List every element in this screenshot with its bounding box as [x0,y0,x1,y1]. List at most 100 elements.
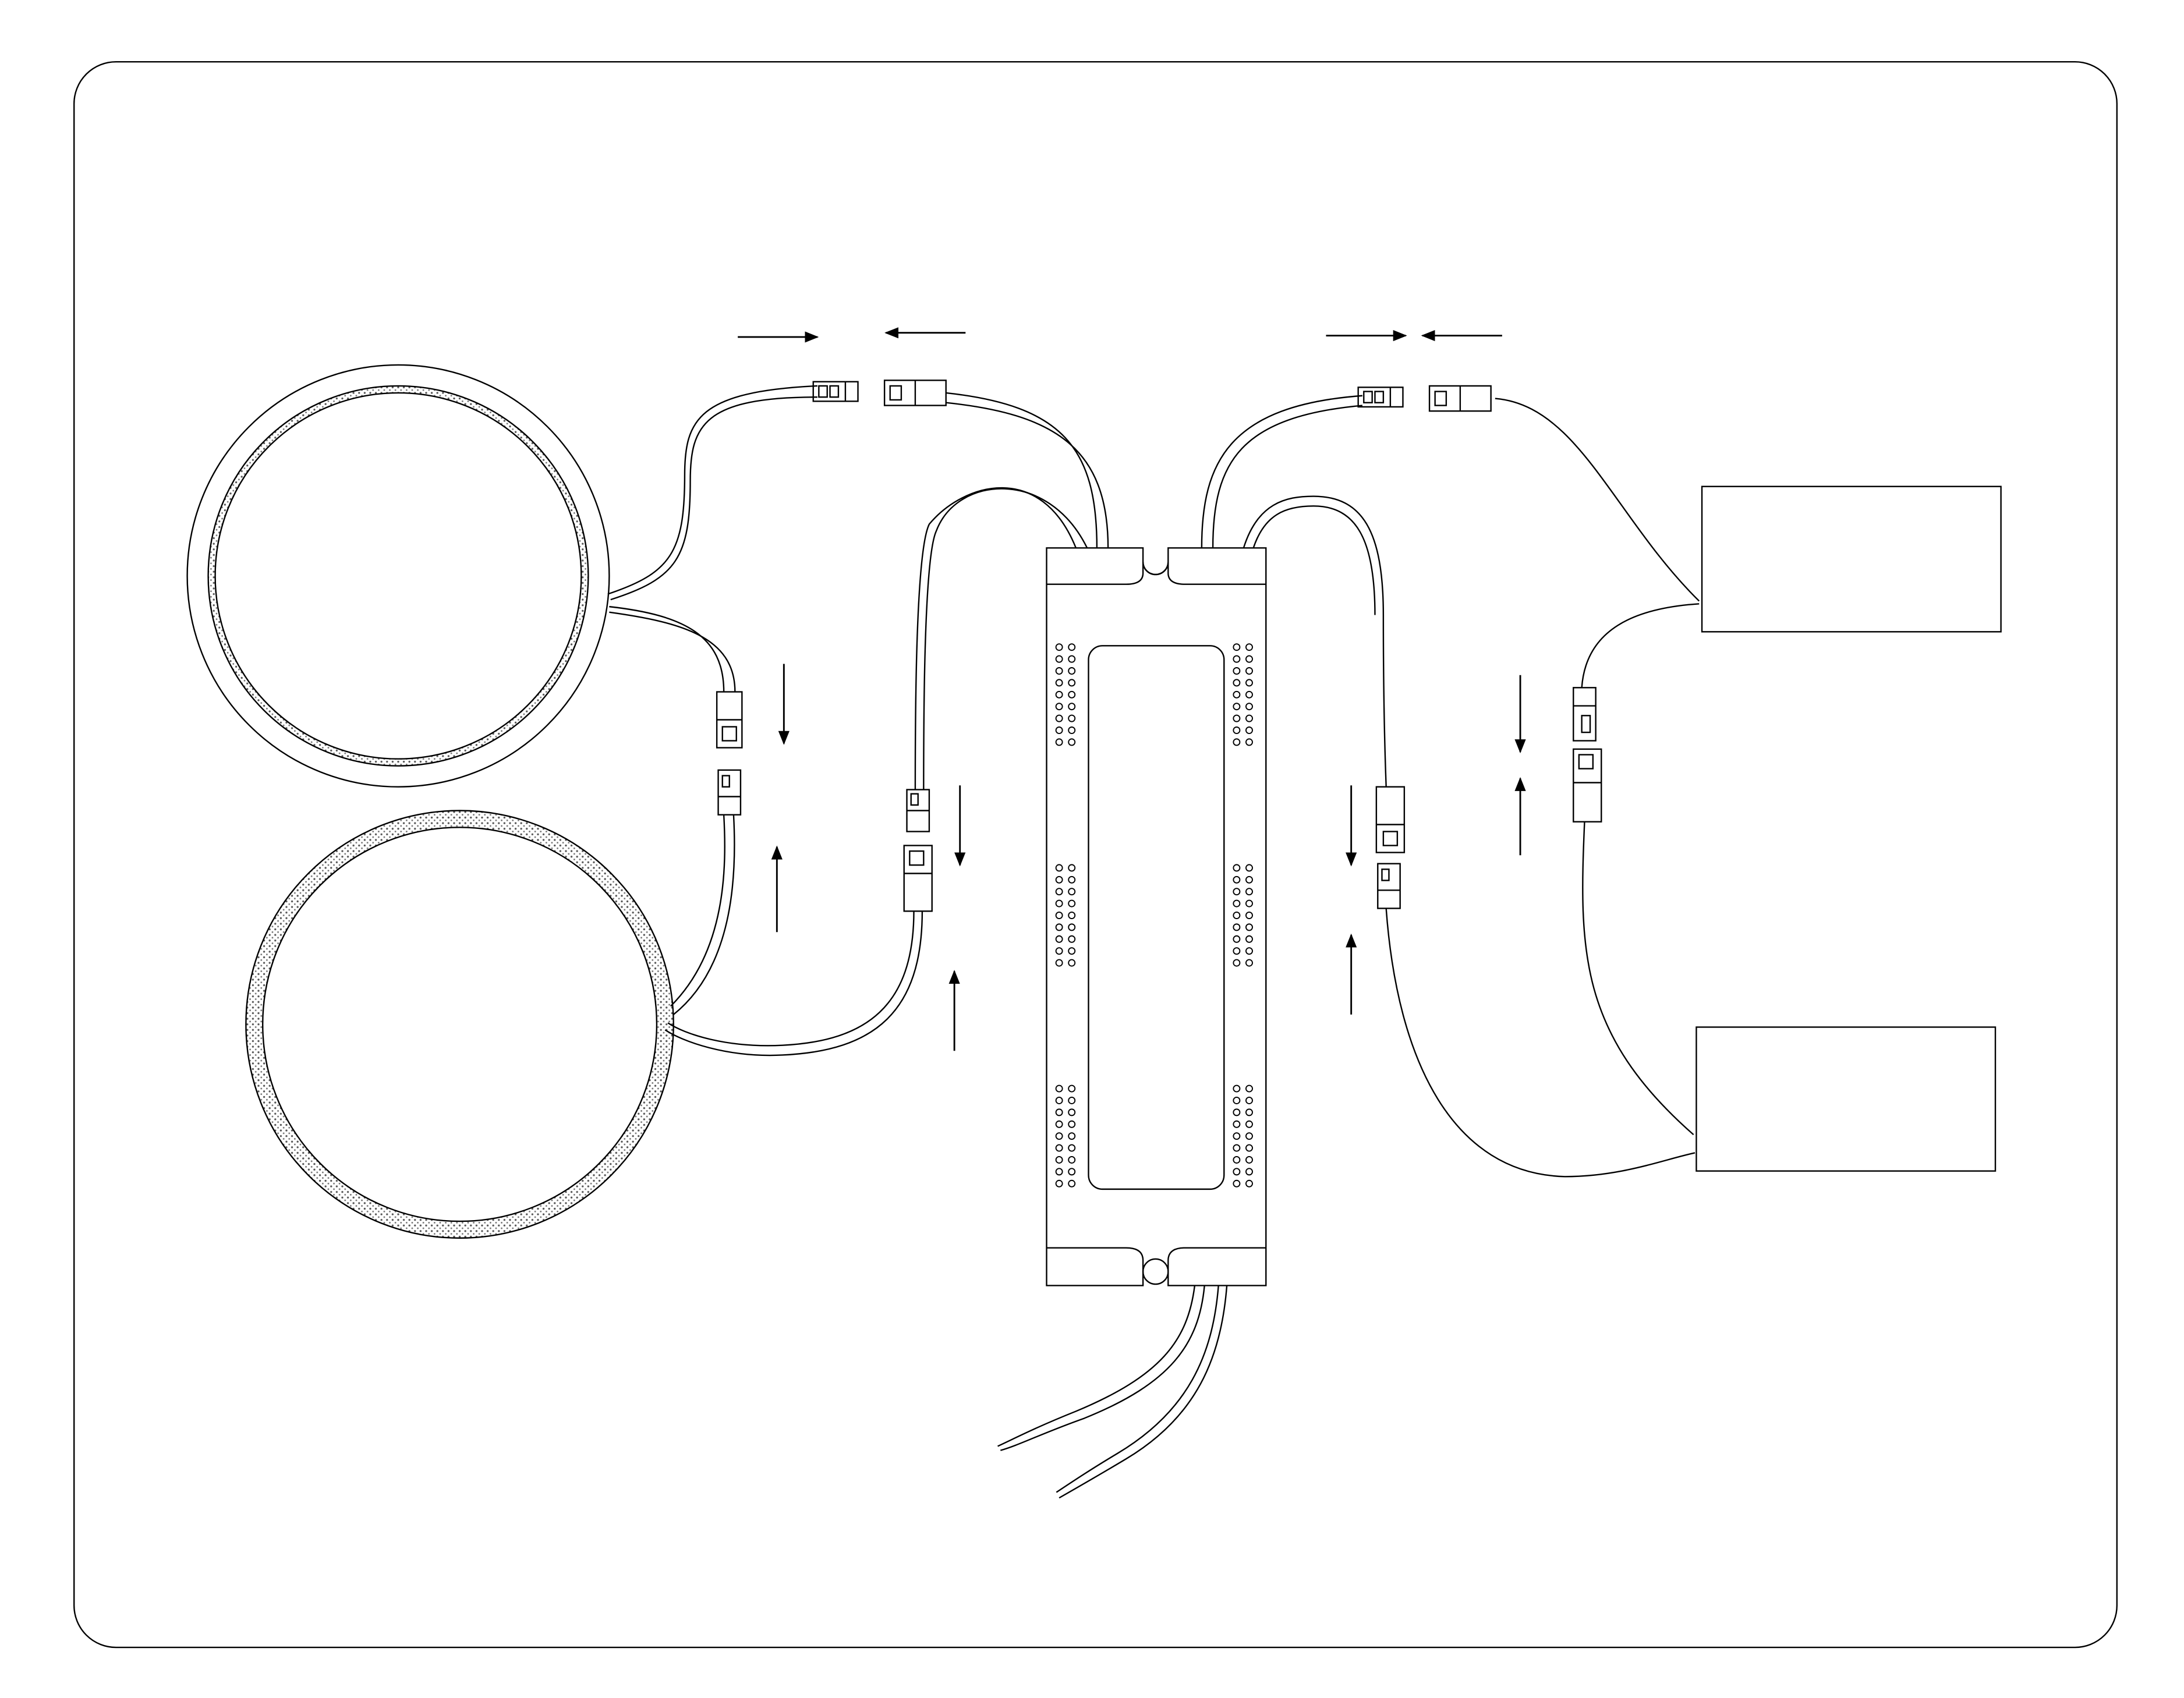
vent-hole [1055,679,1063,687]
connector-mid-left-bottom [903,845,933,912]
vent-hole [1068,959,1076,967]
vent-hole [1055,923,1063,931]
vent-hole [1055,690,1063,699]
vent-hole [1245,738,1253,746]
connector-mid-left-top [906,789,930,832]
vent-hole [1068,1096,1076,1104]
vent-hole [1233,1084,1241,1093]
vent-hole [1245,935,1253,943]
vent-hole [1245,912,1253,919]
vent-hole [1055,1168,1063,1176]
vent-hole [1055,935,1063,943]
vent-hole [1245,875,1253,884]
vent-hole [1245,864,1253,872]
wire-set [607,385,1700,1499]
vent-hole [1068,912,1076,919]
vent-hole [1068,655,1076,663]
assembly-arrows [738,327,1526,1051]
vent-hole [1068,703,1076,711]
vent-hole [1068,1132,1076,1140]
vent-hole [1055,864,1063,872]
vent-hole [1068,679,1076,687]
vent-hole [1233,959,1241,967]
vent-hole [1245,655,1253,663]
vent-hole [1055,1144,1063,1152]
ring-light-upper [186,364,610,788]
vent-hole [1068,1120,1076,1128]
vent-hole [1068,947,1076,955]
vent-hole [1245,679,1253,687]
vent-hole [1055,875,1063,884]
vent-hole [1233,1132,1241,1140]
vent-hole [1245,714,1253,722]
vent-hole [1055,1179,1063,1187]
vent-hole [1233,667,1241,675]
connector-mid-right-top [1375,786,1406,853]
vent-hole [1233,947,1241,955]
driver-window [1088,645,1225,1190]
vent-hole [1233,864,1241,872]
vent-hole [1055,655,1063,663]
vent-hole [1245,1096,1253,1104]
vent-hole [1068,923,1076,931]
vent-hole [1233,888,1241,896]
vent-hole [1055,947,1063,955]
vent-hole [1055,1084,1063,1093]
vent-hole [1233,1155,1241,1164]
connector-mid-right-bottom [1377,863,1401,909]
connector-top-right-female [1428,385,1492,412]
connector-top-right-male [1357,387,1404,408]
vent-hole [1068,690,1076,699]
vent-hole [1233,703,1241,711]
vent-hole [1068,738,1076,746]
connector-right-top [1573,687,1597,742]
vent-hole [1055,1096,1063,1104]
vent-hole [1233,1120,1241,1128]
vent-hole [1068,888,1076,896]
vent-hole [1055,1155,1063,1164]
vent-hole [1068,864,1076,872]
box-lower-right [1695,1026,1997,1172]
vent-hole [1055,726,1063,734]
vent-hole [1245,947,1253,955]
vent-hole [1233,643,1241,651]
vent-hole [1245,1132,1253,1140]
vent-hole [1233,1096,1241,1104]
vent-hole [1233,738,1241,746]
vent-hole [1245,726,1253,734]
vent-hole [1233,923,1241,931]
vent-hole [1245,1120,1253,1128]
vent-hole [1068,899,1076,908]
vent-hole [1068,714,1076,722]
vent-hole [1055,1120,1063,1128]
vent-hole [1245,1168,1253,1176]
vent-hole [1245,888,1253,896]
vent-hole [1245,690,1253,699]
vent-hole [1068,1155,1076,1164]
driver-vent-holes [1055,643,1253,1187]
vent-hole [1233,935,1241,943]
vent-hole [1245,1144,1253,1152]
vent-hole [1233,679,1241,687]
vent-hole [1233,1168,1241,1176]
vent-hole [1055,643,1063,651]
ring-light-lower [245,810,674,1239]
vent-hole [1055,738,1063,746]
vent-hole [1055,1132,1063,1140]
vent-hole [1068,1108,1076,1116]
connector-top-left-male [812,381,859,402]
vent-hole [1055,1108,1063,1116]
vent-hole [1055,667,1063,675]
vent-hole [1245,667,1253,675]
vent-hole [1068,667,1076,675]
vent-hole [1055,959,1063,967]
vent-hole [1055,899,1063,908]
connector-left-bottom [717,769,742,816]
vent-hole [1233,899,1241,908]
vent-hole [1233,875,1241,884]
vent-hole [1245,703,1253,711]
vent-hole [1245,643,1253,651]
connector-right-bottom [1573,748,1602,823]
